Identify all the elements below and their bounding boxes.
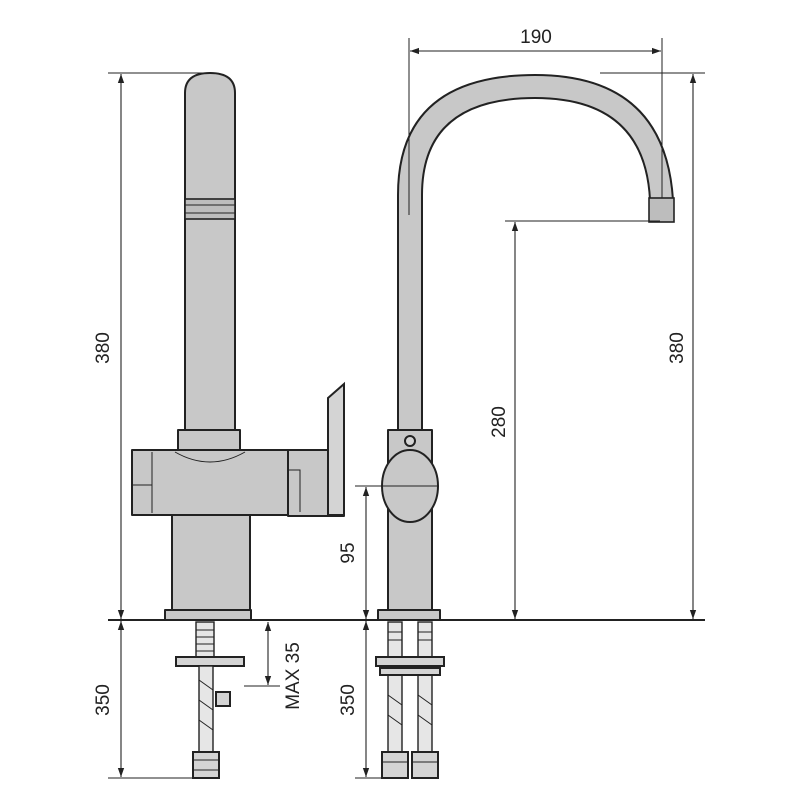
front-fitting-left (381, 751, 409, 779)
side-mount-nut (215, 691, 231, 707)
side-collar (177, 429, 241, 451)
side-lever-handle (327, 381, 345, 516)
left-under-counter-label: 350 (93, 684, 114, 716)
spout-reach-label: 190 (520, 27, 552, 48)
front-fitting-right (411, 751, 439, 779)
spout-clearance-label: 280 (489, 406, 510, 438)
side-base-plate (164, 609, 252, 621)
dimension-right-height (600, 72, 705, 619)
dimension-lever-height (355, 485, 385, 619)
front-pivot (404, 435, 416, 447)
mount-thickness-label: MAX 35 (283, 642, 304, 710)
dimension-mount-thickness (244, 622, 280, 687)
dimension-left-under-counter (108, 621, 200, 779)
front-base-plate (377, 609, 441, 621)
dimension-left-height (108, 72, 212, 619)
front-mount-washer (375, 656, 445, 667)
front-hose-left (387, 621, 403, 753)
front-mount-plate (379, 667, 441, 676)
side-spout-ring (184, 198, 236, 220)
left-height-label: 380 (93, 332, 114, 364)
side-mount-washer (175, 656, 245, 667)
side-mixer-body (131, 449, 291, 516)
side-spout-column (184, 72, 236, 433)
dimension-spout-clearance (505, 220, 660, 619)
side-hose-fitting (192, 751, 220, 779)
faucet-side-view (131, 72, 345, 779)
front-gooseneck-spout (397, 74, 674, 433)
faucet-front-view (375, 74, 675, 779)
dimension-spout-reach (408, 38, 663, 215)
side-stem (171, 514, 251, 613)
lever-height-label: 95 (338, 542, 359, 563)
right-under-counter-label: 350 (338, 684, 359, 716)
dimension-right-under-counter (355, 621, 390, 779)
right-height-label: 380 (667, 332, 688, 364)
front-hose-right (417, 621, 433, 753)
front-spout-tip (648, 197, 675, 223)
side-threaded-rod (195, 621, 215, 658)
